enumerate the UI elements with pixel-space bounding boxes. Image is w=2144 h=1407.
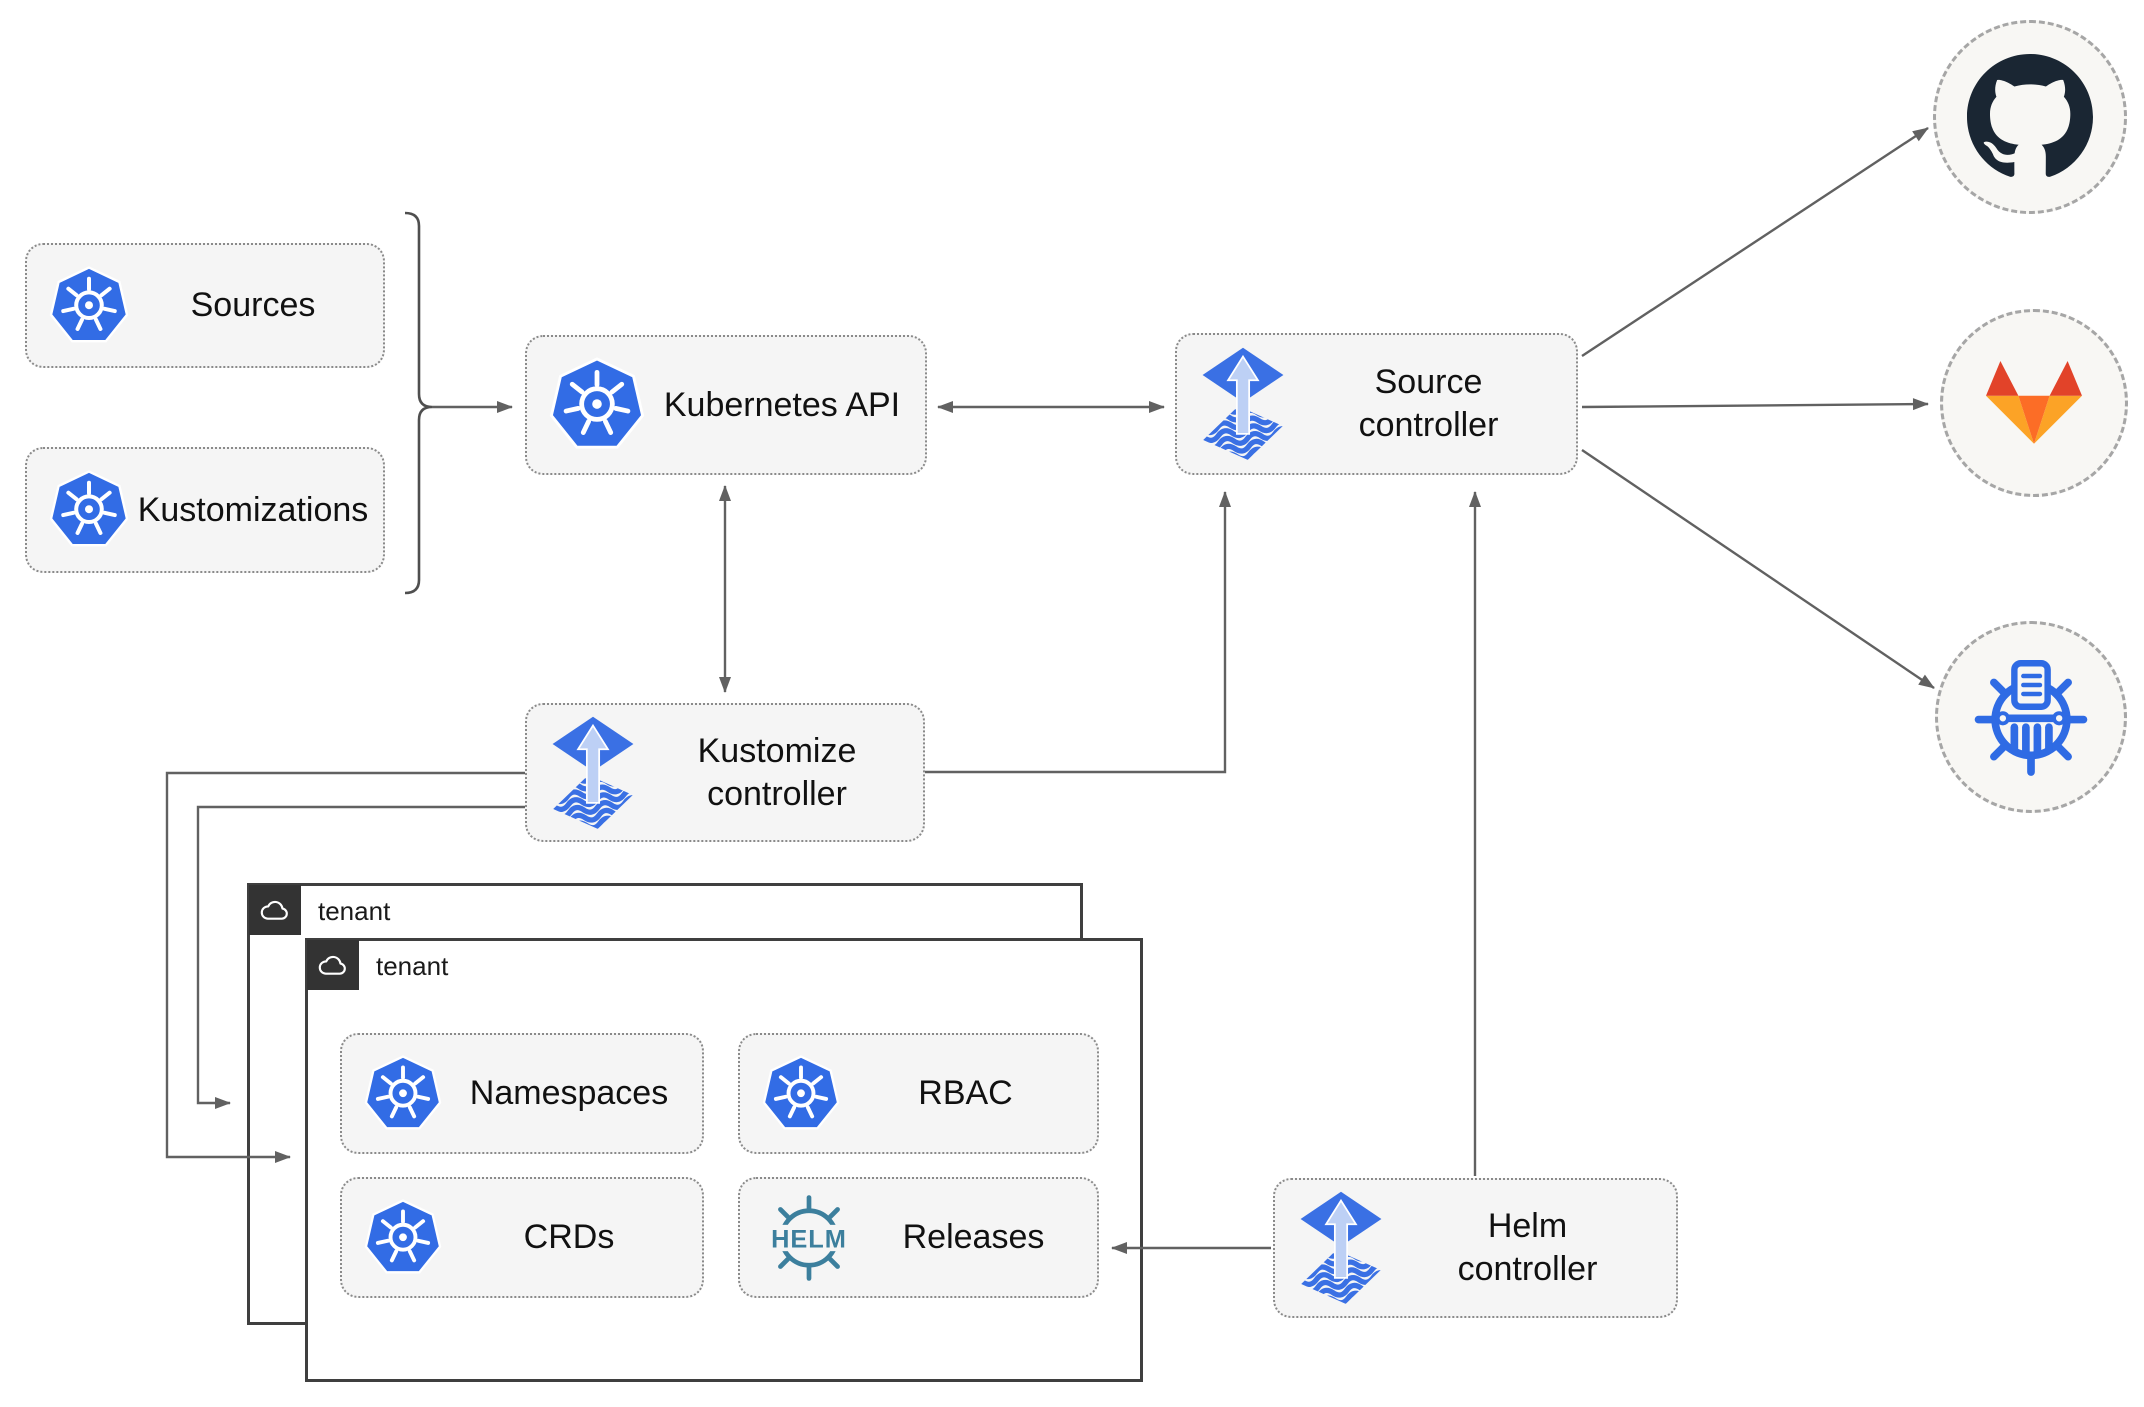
flux-icon xyxy=(549,715,637,831)
node-label: Source controller xyxy=(1358,363,1499,444)
edge-source-controller-to-helm-repository xyxy=(1581,449,1935,689)
node-source-controller: Source controller xyxy=(1175,333,1578,475)
kubernetes-icon xyxy=(364,1055,442,1133)
kubernetes-icon xyxy=(762,1055,840,1133)
node-label: Releases xyxy=(902,1218,1045,1257)
edge-kustomize-to-source-controller xyxy=(925,491,1231,774)
kubernetes-icon xyxy=(49,266,129,346)
kubernetes-icon xyxy=(49,470,129,550)
group-brace xyxy=(404,211,433,595)
node-releases: Releases xyxy=(738,1177,1099,1298)
node-label: Sources xyxy=(190,286,316,325)
node-label: Kustomizations xyxy=(137,490,369,529)
tenant-label: tenant xyxy=(318,896,391,926)
gitlab-repository xyxy=(1940,309,2128,497)
github-icon xyxy=(1967,54,2093,180)
kubernetes-icon xyxy=(549,357,645,453)
node-kustomizations: Kustomizations xyxy=(25,447,385,573)
tenant-label: tenant xyxy=(376,951,449,981)
node-kustomize-controller: Kustomize controller xyxy=(525,703,925,842)
helm-chart-repository xyxy=(1935,621,2127,813)
github-repository xyxy=(1933,20,2127,214)
cloud-icon xyxy=(317,953,349,977)
node-label: Helm controller xyxy=(1457,1207,1598,1288)
node-label: RBAC xyxy=(918,1074,1013,1113)
node-label: Namespaces xyxy=(469,1074,669,1113)
cloud-icon xyxy=(259,898,291,922)
flux-icon xyxy=(1199,346,1287,462)
node-label: Kustomize controller xyxy=(697,731,857,813)
node-namespaces: Namespaces xyxy=(340,1033,704,1154)
kubernetes-icon xyxy=(364,1199,442,1277)
node-sources: Sources xyxy=(25,243,385,368)
node-label: CRDs xyxy=(523,1218,615,1257)
edge-source-controller-to-gitlab xyxy=(1581,398,1929,411)
node-helm-controller: Helm controller xyxy=(1273,1178,1678,1318)
gitlab-icon xyxy=(1974,355,2094,451)
node-rbac: RBAC xyxy=(738,1033,1099,1154)
helm-logo-icon xyxy=(762,1191,856,1285)
node-kubernetes-api: Kubernetes API xyxy=(525,335,927,475)
tenant-box-inner: tenant xyxy=(305,938,1143,1382)
node-label: Kubernetes API xyxy=(663,385,901,424)
helm-repository-icon xyxy=(1967,653,2095,781)
tenant-header xyxy=(249,885,301,935)
node-crds: CRDs xyxy=(340,1177,704,1298)
tenant-header xyxy=(307,940,359,990)
flux-icon xyxy=(1297,1190,1385,1306)
edge-source-controller-to-github xyxy=(1581,126,1929,358)
